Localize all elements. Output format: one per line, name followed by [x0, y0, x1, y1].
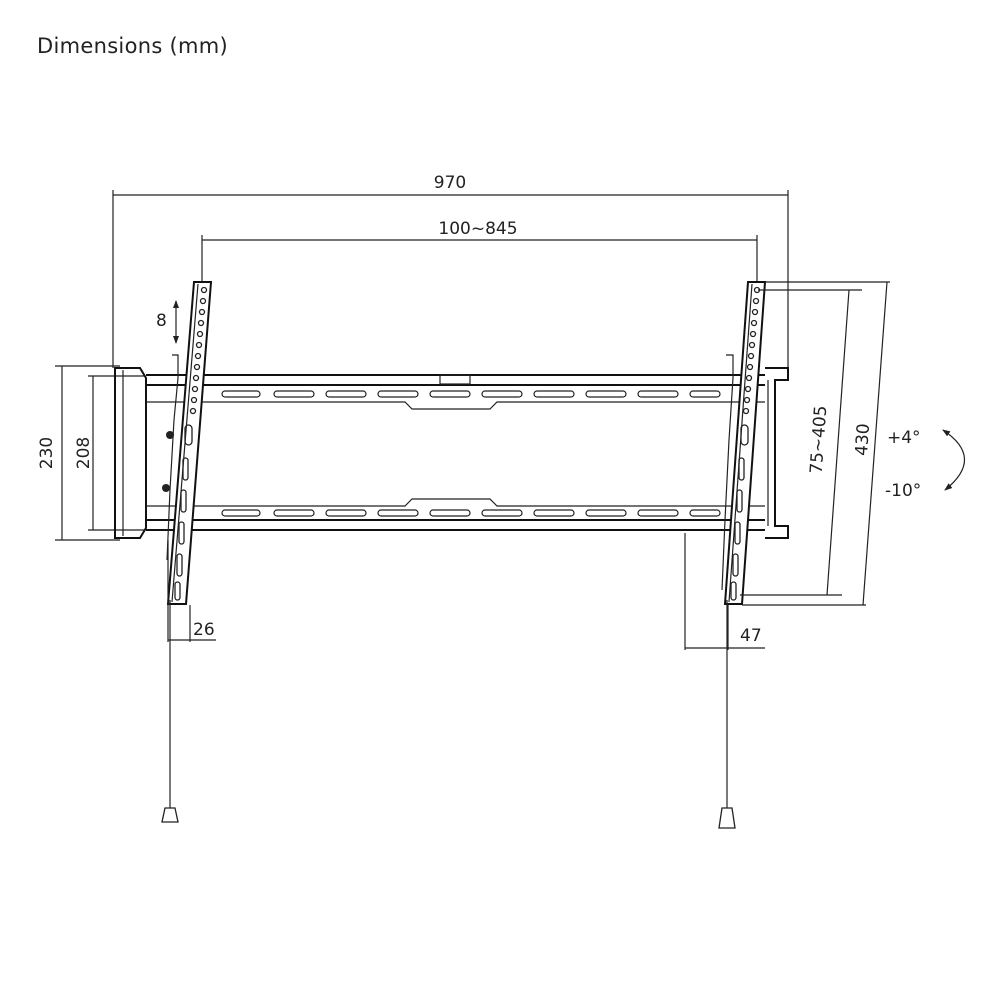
- dim-label-208: 208: [74, 437, 94, 469]
- tilt-indicator: +4° -10°: [885, 428, 966, 501]
- left-tv-bracket: [162, 281, 213, 605]
- tilt-up-label: +4°: [887, 428, 921, 448]
- dim-vesa-horizontal: 100~845: [201, 219, 758, 285]
- dim-overall-width: 970: [112, 173, 789, 368]
- right-tv-bracket: [721, 281, 767, 605]
- tilt-down-label: -10°: [885, 481, 921, 501]
- dim-vesa-vertical: 75~405: [740, 289, 862, 596]
- rail-slots: [221, 390, 721, 517]
- dim-label-vesa-h: 100~845: [438, 219, 517, 239]
- dim-label-26: 26: [193, 620, 215, 640]
- dim-depth-max: 47: [684, 533, 765, 650]
- dim-depth-min: 26: [167, 540, 216, 642]
- dim-label-230: 230: [37, 437, 57, 469]
- dim-heights-left: 230 208: [37, 365, 145, 541]
- wall-plate: [114, 367, 789, 539]
- page-title: Dimensions (mm): [37, 34, 229, 58]
- dim-label-8: 8: [156, 311, 167, 331]
- dim-label-430: 430: [852, 423, 874, 457]
- dim-label-vesa-v: 75~405: [807, 405, 832, 475]
- left-release-cord: [161, 600, 179, 823]
- right-release-cord: [718, 600, 736, 829]
- dim-arm-height: 430: [742, 281, 890, 606]
- dim-label-970: 970: [434, 173, 466, 193]
- dim-vertical-adjust: 8: [156, 300, 179, 344]
- dim-label-47: 47: [740, 626, 762, 646]
